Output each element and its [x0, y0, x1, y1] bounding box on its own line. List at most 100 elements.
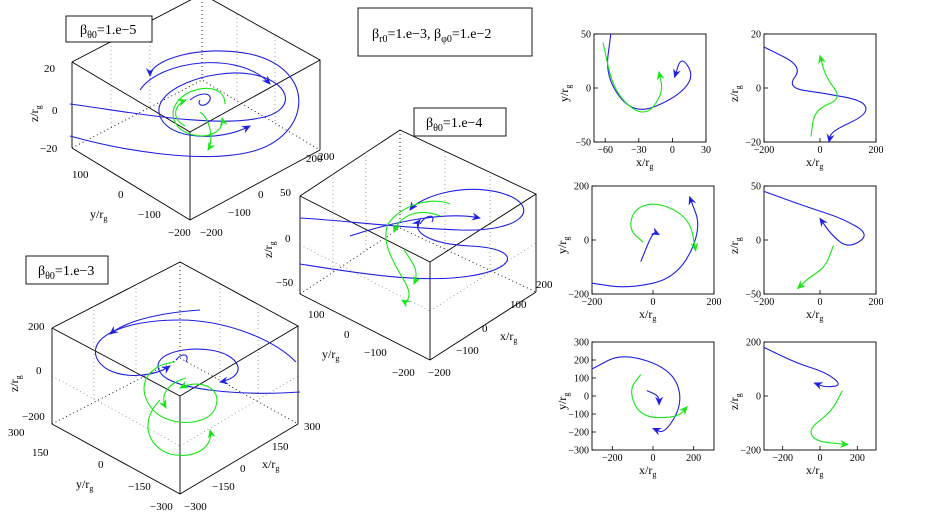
x-tick-label: 0 [818, 297, 823, 308]
plot3d-a-box [71, 0, 321, 221]
p3d-b-ytick-1: 100 [308, 309, 325, 321]
p3d-c-xtick-3: −150 [212, 481, 235, 493]
x-tick-label: 200 [869, 145, 884, 156]
x-tick-label: 30 [701, 145, 711, 156]
x-tick-label: 0 [651, 297, 656, 308]
x-tick-label: 0 [651, 453, 656, 464]
series-green-1 [796, 245, 834, 290]
y-tick-label: −300 [568, 446, 589, 457]
p3d-b-xtick-0: 200 [536, 279, 553, 291]
y-tick-label: 0 [756, 84, 761, 95]
y-tick-label: 0 [584, 392, 589, 403]
p3d-c-ytick-0: 300 [8, 427, 25, 439]
y-tick-label: −50 [745, 290, 761, 301]
p3d-c-ytick-1: 150 [32, 447, 49, 459]
y-tick-label: −50 [575, 138, 591, 149]
y-tick-label: −200 [740, 446, 761, 457]
series-blue-1 [591, 356, 681, 436]
p3d-c-ytick-4: −300 [150, 501, 173, 513]
series-blue-1 [763, 46, 867, 143]
p3d-a-xtick-2: −100 [228, 207, 251, 219]
panel-frame [593, 33, 707, 143]
header-box: βr0=1.e−3, βφ0=1.e−2 [357, 7, 533, 57]
plot3d-a-blue [69, 50, 300, 158]
y-tick-label: 0 [756, 392, 761, 403]
y-tick-label: 200 [746, 338, 761, 349]
y-axis-label: y/rg [557, 85, 573, 102]
y-axis-label: z/rg [727, 237, 743, 254]
y-tick-label: −100 [568, 410, 589, 421]
y-tick-label: −200 [568, 290, 589, 301]
p3d-a-ylabel: y/rg [90, 207, 107, 223]
y-tick-label: 0 [586, 84, 591, 95]
series-blue-1 [763, 346, 839, 390]
series-blue-2 [646, 390, 664, 406]
legend-box-b: βθ0=1.e−4 [413, 107, 507, 137]
y-tick-label: 100 [574, 374, 589, 385]
p3d-b-ztick-2: −50 [276, 277, 294, 289]
x-tick-label: 0 [670, 145, 675, 156]
series-blue-1 [607, 33, 692, 110]
x-tick-label: 0 [818, 453, 823, 464]
svg-text:βθ0=1.e−5: βθ0=1.e−5 [80, 23, 136, 41]
p3d-b-ytick-4: −200 [392, 367, 415, 379]
y-tick-label: 50 [581, 30, 591, 41]
p3d-c-zlabel: z/rg [7, 375, 23, 392]
panel-frame [763, 185, 877, 295]
x-tick-label: 200 [869, 297, 884, 308]
series-blue-1 [763, 190, 865, 246]
y-axis-label: z/rg [727, 85, 743, 102]
p3d-b-ztick-0: 50 [280, 187, 292, 199]
x-axis-label: x/rg [806, 463, 823, 479]
p3d-a-zlabel: z/rg [27, 105, 43, 122]
p3d-b-xlabel: x/rg [500, 329, 517, 345]
svg-text:βθ0=1.e−3: βθ0=1.e−3 [38, 264, 94, 282]
x-tick-label: −200 [582, 297, 603, 308]
p3d-b-ytick-2: 0 [344, 329, 350, 341]
y-tick-label: −20 [745, 138, 761, 149]
series-green-1 [810, 54, 838, 137]
p3d-b-xtick-2: 0 [482, 323, 488, 335]
x-tick-label: 200 [850, 453, 865, 464]
svg-text:βθ0=1.e−4: βθ0=1.e−4 [426, 116, 482, 134]
series-green-1 [810, 390, 849, 448]
panel-frame [763, 33, 877, 143]
p3d-a-ztick-2: −20 [40, 143, 58, 155]
x-tick-label: −30 [631, 145, 647, 156]
x-axis-label: x/rg [639, 463, 656, 479]
p3d-b-ylabel: y/rg [322, 347, 339, 363]
panel-frame [591, 341, 715, 451]
y-axis-label: z/rg [727, 393, 743, 410]
x-axis-label: x/rg [806, 155, 823, 171]
p3d-b-xtick-1: 100 [510, 299, 527, 311]
p3d-a-xtick-0: 200 [306, 153, 323, 165]
series-green-1 [602, 42, 665, 113]
y-tick-label: 300 [574, 338, 589, 349]
p3d-a-ztick-0: 20 [44, 63, 56, 75]
y-tick-label: 200 [574, 356, 589, 367]
plot3d-b: 50 0 −50 200 100 0 −100 −200 200 100 0 −… [261, 107, 553, 379]
y-tick-label: 20 [751, 30, 761, 41]
y-tick-label: 50 [751, 182, 761, 193]
x-tick-label: 200 [707, 297, 722, 308]
x-tick-label: 200 [686, 453, 701, 464]
panel-frame [763, 341, 877, 451]
y-tick-label: 0 [756, 236, 761, 247]
series-green-1 [630, 203, 699, 252]
p3d-b-ztick-1: 0 [285, 233, 291, 245]
series-blue-1 [591, 195, 699, 288]
plot3d-c: 200 0 −200 300 150 0 −150 −300 300 150 0… [7, 255, 321, 513]
y-axis-label: y/rg [555, 237, 571, 254]
x-axis-label: x/rg [639, 307, 656, 323]
p3d-a-ytick-3: −200 [168, 227, 191, 239]
x-tick-label: −200 [754, 297, 775, 308]
p3d-a-ytick-2: −100 [138, 209, 161, 221]
p3d-b-ytick-3: −100 [364, 347, 387, 359]
